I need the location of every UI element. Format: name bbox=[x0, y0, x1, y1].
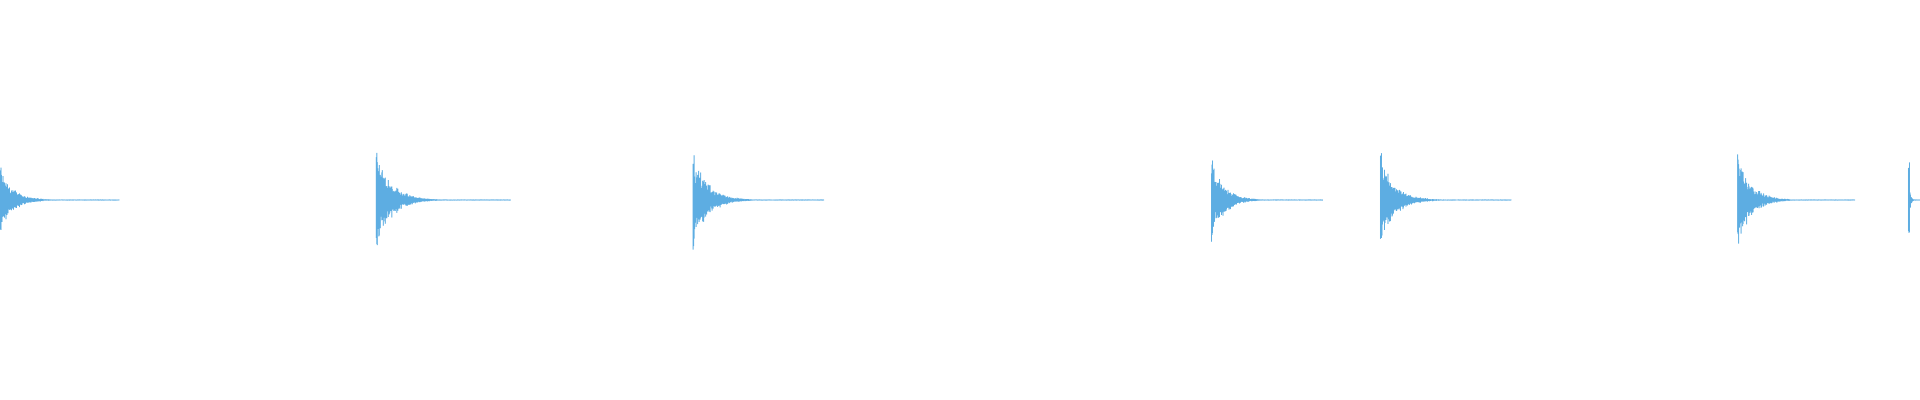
waveform-transient-shape bbox=[1211, 160, 1324, 242]
waveform-transient bbox=[375, 152, 511, 246]
waveform-transient bbox=[1379, 153, 1512, 239]
waveform-transient bbox=[0, 167, 120, 231]
waveform-transient bbox=[1907, 162, 1920, 233]
waveform-transient-shape bbox=[1737, 154, 1856, 244]
waveform-transient bbox=[692, 155, 825, 250]
waveform-transient bbox=[1737, 154, 1856, 244]
waveform-transient-shape bbox=[692, 155, 825, 250]
waveform-transient-shape bbox=[375, 152, 511, 246]
waveform-transient-shape bbox=[0, 167, 120, 231]
waveform-transient-shape bbox=[1379, 153, 1512, 239]
waveform-transient-shape bbox=[1907, 162, 1920, 233]
waveform-transient bbox=[1211, 160, 1324, 242]
